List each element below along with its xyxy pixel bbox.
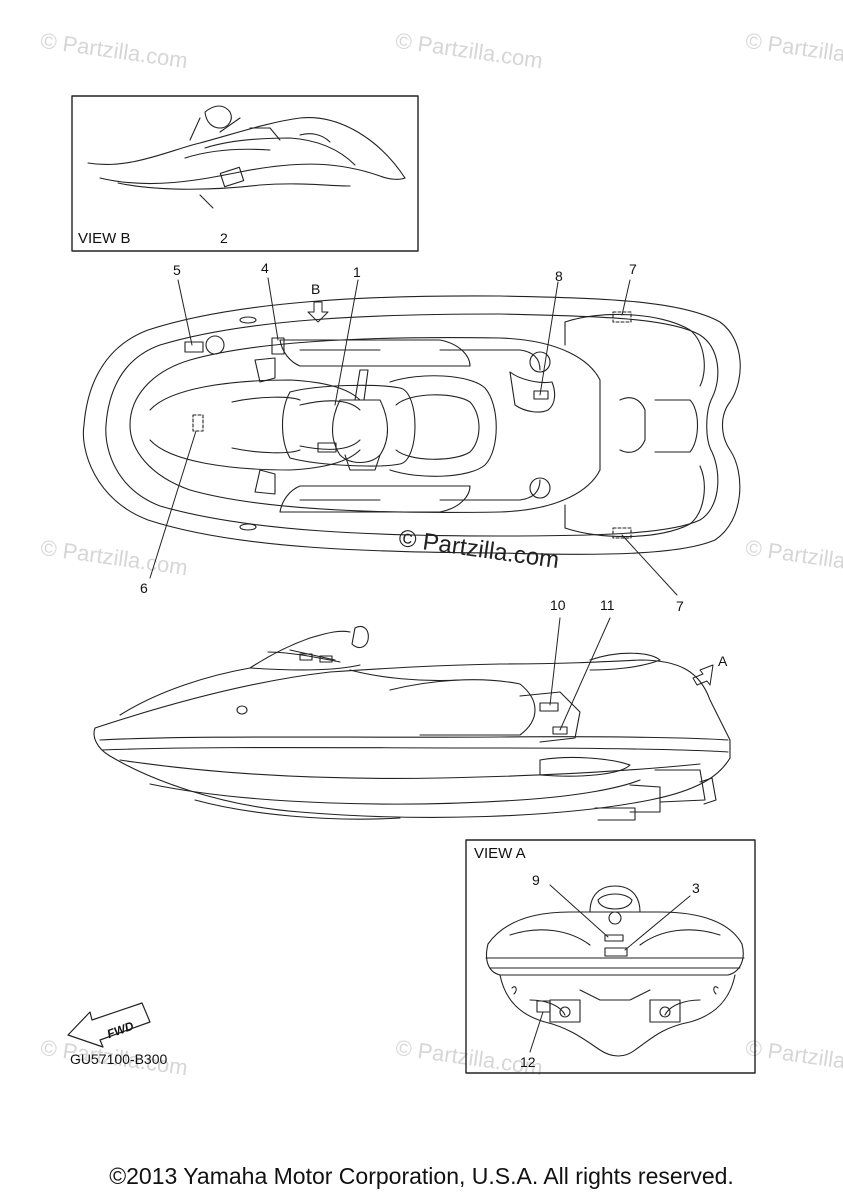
view-b-drawing [87,105,406,209]
callout-1: 1 [353,264,361,280]
view-a-drawing [485,885,745,1057]
fwd-label: FWD [105,1019,136,1042]
leader-lines [149,277,691,1053]
callout-12: 12 [520,1054,536,1070]
direction-a-label: A [718,653,728,669]
callout-9: 9 [532,872,540,888]
callout-2: 2 [220,230,228,246]
view-b-frame [71,95,419,252]
direction-b-label: B [311,281,321,297]
callout-7-top: 7 [629,261,637,277]
callout-4: 4 [261,260,269,276]
copyright-notice: ©2013 Yamaha Motor Corporation, U.S.A. A… [109,1163,734,1189]
side-view-hull [93,625,731,821]
view-b-label: VIEW B [78,230,131,247]
callout-8: 8 [555,268,563,284]
callout-5: 5 [173,262,181,278]
callout-10: 10 [550,597,566,613]
arrow-b-icon [307,301,329,323]
callout-3: 3 [692,880,700,896]
callout-7-bottom: 7 [676,598,684,614]
fwd-arrow-icon [67,1002,151,1048]
diagram-code: GU57100-B300 [70,1051,168,1067]
callout-6: 6 [140,580,148,596]
arrow-a-icon [692,664,714,686]
top-view-hull [82,295,741,555]
view-a-frame [465,839,756,1074]
view-a-label: VIEW A [474,845,526,862]
callout-11: 11 [600,597,615,613]
